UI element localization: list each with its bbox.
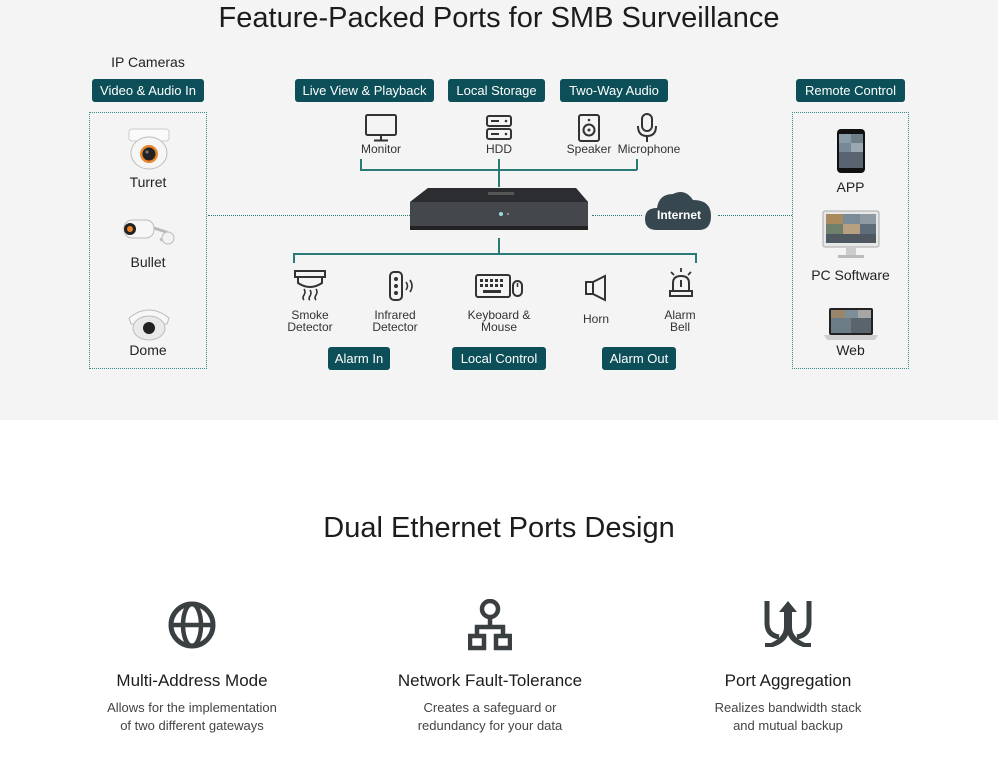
keyboard-mouse-icon bbox=[474, 273, 524, 299]
internet-remote-link bbox=[718, 215, 792, 216]
ip-cameras-caption: IP Cameras bbox=[111, 54, 185, 70]
microphone-icon bbox=[636, 112, 658, 144]
bottom-bus-tick-left bbox=[293, 253, 295, 263]
feature-desc-port-aggregation-1: Realizes bandwidth stack bbox=[714, 700, 862, 715]
camera-link-line bbox=[208, 215, 410, 216]
network-tree-icon bbox=[468, 599, 512, 651]
pill-two-way-audio: Two-Way Audio bbox=[560, 79, 668, 102]
web-laptop-icon bbox=[823, 307, 879, 341]
nvr-device-image bbox=[408, 184, 590, 236]
turret-camera-icon bbox=[126, 127, 172, 171]
camera-label-dome: Dome bbox=[129, 342, 167, 358]
pc-software-icon bbox=[822, 210, 880, 260]
section-title-ports: Feature-Packed Ports for SMB Surveillanc… bbox=[218, 2, 780, 34]
camera-group-box bbox=[89, 112, 207, 369]
top-bus-tick-left bbox=[360, 159, 362, 170]
pill-video-audio-in: Video & Audio In bbox=[92, 79, 204, 102]
hdd-icon bbox=[485, 114, 513, 142]
horn-icon bbox=[584, 274, 608, 302]
remote-label-app: APP bbox=[836, 179, 865, 195]
internet-cloud-icon bbox=[643, 186, 715, 232]
feature-desc-fault-tolerance-1: Creates a safeguard or bbox=[423, 700, 557, 715]
device-label-speaker: Speaker bbox=[566, 142, 612, 156]
device-label-infrared: Infrared bbox=[374, 308, 416, 322]
top-bus-tick-right bbox=[636, 159, 638, 170]
bottom-bus-line bbox=[293, 253, 696, 255]
speaker-icon bbox=[577, 113, 601, 143]
top-bus-center-line bbox=[498, 159, 500, 187]
feature-desc-fault-tolerance-2: redundancy for your data bbox=[417, 718, 563, 733]
device-label-smoke-2: Detector bbox=[287, 320, 333, 334]
device-label-keyboard-2: Mouse bbox=[480, 320, 518, 334]
infrared-detector-icon bbox=[388, 270, 416, 302]
internet-label: Internet bbox=[656, 208, 701, 222]
device-label-monitor: Monitor bbox=[360, 142, 401, 156]
smoke-detector-icon bbox=[293, 269, 327, 301]
pill-remote-control: Remote Control bbox=[796, 79, 905, 102]
feature-desc-multi-address-2: of two different gateways bbox=[120, 718, 264, 733]
pill-local-storage: Local Storage bbox=[448, 79, 545, 102]
feature-title-port-aggregation: Port Aggregation bbox=[724, 671, 852, 690]
bullet-camera-icon bbox=[120, 216, 178, 248]
device-label-alarm-bell: Alarm bbox=[664, 308, 696, 322]
remote-label-web: Web bbox=[836, 342, 865, 358]
device-label-smoke: Smoke bbox=[291, 308, 329, 322]
remote-label-pc-software: PC Software bbox=[811, 267, 890, 283]
feature-desc-port-aggregation-2: and mutual backup bbox=[733, 718, 843, 733]
feature-desc-multi-address-1: Allows for the implementation bbox=[107, 700, 277, 715]
device-label-infrared-2: Detector bbox=[372, 320, 418, 334]
device-label-keyboard: Keyboard & bbox=[467, 308, 531, 322]
device-label-horn: Horn bbox=[582, 312, 609, 326]
pill-alarm-out: Alarm Out bbox=[602, 347, 676, 370]
globe-icon bbox=[167, 600, 217, 650]
bottom-bus-center-line bbox=[498, 238, 500, 254]
remote-group-box bbox=[792, 112, 909, 369]
pill-local-control: Local Control bbox=[452, 347, 546, 370]
feature-title-fault-tolerance: Network Fault-Tolerance bbox=[397, 671, 583, 690]
camera-label-bullet: Bullet bbox=[130, 254, 166, 270]
section-title-ethernet: Dual Ethernet Ports Design bbox=[323, 512, 675, 544]
device-label-alarm-bell-2: Bell bbox=[669, 320, 690, 334]
device-label-hdd: HDD bbox=[486, 142, 512, 156]
device-label-microphone: Microphone bbox=[617, 142, 681, 156]
merge-arrow-icon bbox=[761, 599, 815, 649]
feature-title-multi-address: Multi-Address Mode bbox=[116, 671, 268, 690]
camera-label-turret: Turret bbox=[129, 174, 167, 190]
pill-live-view-playback: Live View & Playback bbox=[295, 79, 434, 102]
alarm-bell-icon bbox=[667, 267, 695, 299]
monitor-icon bbox=[364, 113, 398, 143]
nvr-internet-link bbox=[592, 215, 642, 216]
bottom-bus-tick-right bbox=[695, 253, 697, 263]
dome-camera-icon bbox=[126, 302, 172, 342]
phone-app-icon bbox=[836, 128, 866, 174]
pill-alarm-in: Alarm In bbox=[328, 347, 390, 370]
